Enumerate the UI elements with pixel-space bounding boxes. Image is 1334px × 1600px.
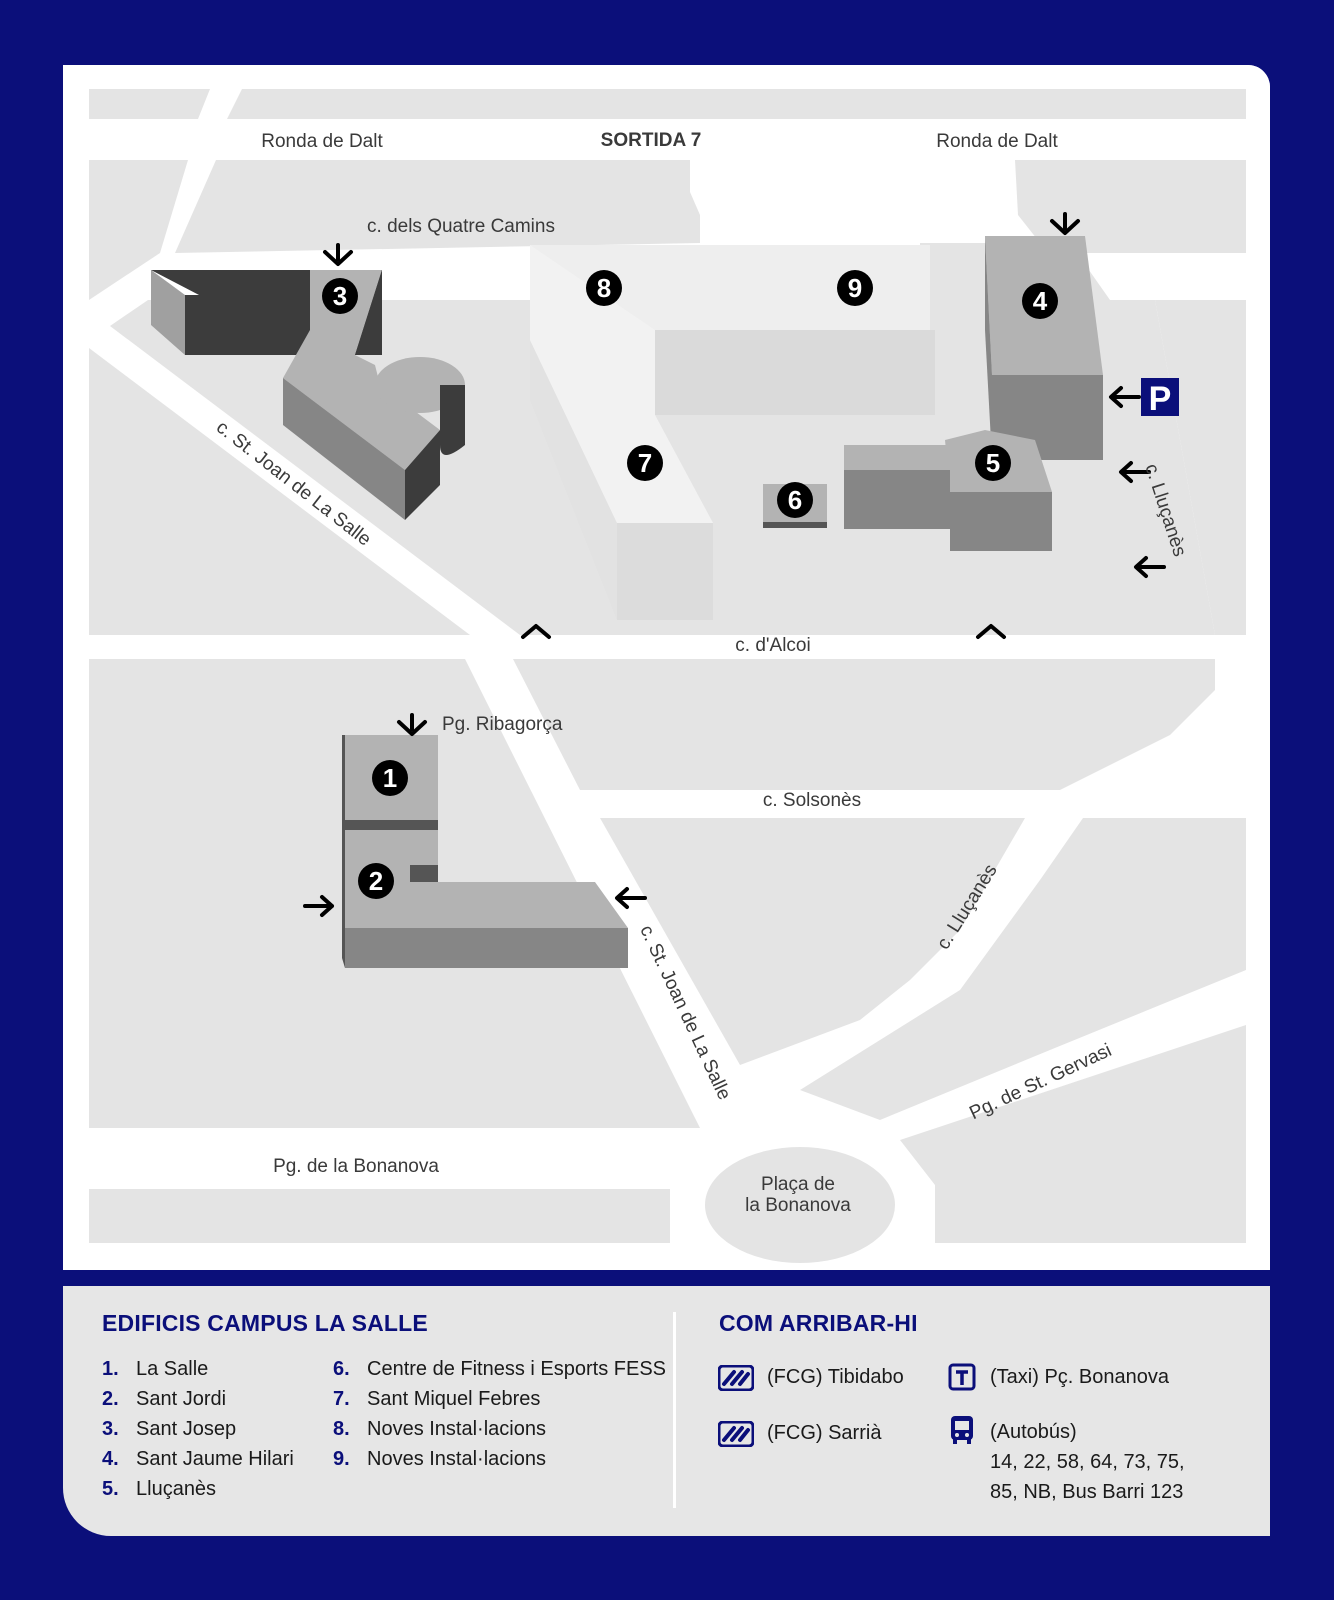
- placa-label-line2: la Bonanova: [745, 1195, 851, 1216]
- fgc-sarria: (FCG) Sarrià: [767, 1422, 882, 1444]
- block-west-triangle: [89, 348, 470, 635]
- bus-lines-1: 14, 22, 58, 64, 73, 75,: [990, 1451, 1185, 1473]
- arrow-icon: [1134, 556, 1166, 578]
- building-3: [151, 270, 465, 520]
- street-label-ronda-right: Ronda de Dalt: [936, 131, 1058, 152]
- building-marker-2: 2: [358, 863, 394, 899]
- fgc-tibidabo: (FCG) Tibidabo: [767, 1366, 904, 1388]
- list-item: 7.Sant Miquel Febres: [333, 1388, 541, 1410]
- building-number: 1: [383, 763, 397, 793]
- arrow-icon: [323, 243, 353, 266]
- bus-lines-2: 85, NB, Bus Barri 123: [990, 1481, 1184, 1503]
- placa-label-line1: Plaça de: [761, 1174, 835, 1195]
- map-canvas: P 1 2 3 4 5 6 7 8 9 Ronda de Dalt SORTIDA 7 Rond…: [63, 65, 1270, 1270]
- taxi-label: (Taxi) Pç. Bonanova: [990, 1366, 1169, 1388]
- placa-bonanova: [705, 1147, 895, 1263]
- street-label-solsones: c. Solsonès: [763, 790, 861, 811]
- arrow-icon: [615, 887, 647, 909]
- building-marker-4: 4: [1022, 283, 1058, 319]
- street-top-diagonal: [198, 89, 242, 119]
- building-marker-3: 3: [322, 278, 358, 314]
- arrow-icon: [1109, 386, 1141, 408]
- list-item: 4.Sant Jaume Hilari: [102, 1448, 294, 1470]
- buildings-list-col2: 6.Centre de Fitness i Esports FESS 7.San…: [333, 1358, 666, 1478]
- block-south-strip: [89, 1189, 670, 1243]
- bus-icon: [951, 1416, 973, 1444]
- building-number: 7: [638, 448, 652, 478]
- building-marker-5: 5: [975, 445, 1011, 481]
- access-title: COM ARRIBAR-HI: [719, 1310, 918, 1336]
- building-number: 6: [788, 485, 802, 515]
- arrow-icon: [1119, 461, 1151, 483]
- buildings-title: EDIFICIS CAMPUS LA SALLE: [102, 1310, 428, 1336]
- parking-label: P: [1149, 380, 1172, 418]
- legend-divider: [673, 1312, 676, 1508]
- buildings-list-col1: 1.La Salle 2.Sant Jordi 3.Sant Josep 4.S…: [102, 1358, 294, 1508]
- building-marker-1: 1: [372, 760, 408, 796]
- street-label-ribagorca: Pg. Ribagorça: [442, 714, 563, 735]
- list-item: 9.Noves Instal·lacions: [333, 1448, 546, 1470]
- building-marker-8: 8: [586, 270, 622, 306]
- list-item: 3.Sant Josep: [102, 1418, 237, 1440]
- list-item: 8.Noves Instal·lacions: [333, 1418, 546, 1440]
- block-upper-right: [1015, 160, 1246, 253]
- block-upper-left-corner: [89, 160, 188, 300]
- arrow-icon: [397, 713, 427, 736]
- bus-title: (Autobús): [990, 1421, 1077, 1443]
- building-number: 5: [986, 448, 1000, 478]
- campus-map: P 1 2 3 4 5 6 7 8 9 Ronda de Dalt SORTIDA 7 Rond…: [63, 65, 1270, 1270]
- list-item: 5.Lluçanès: [102, 1478, 217, 1500]
- sortida-label: SORTIDA 7: [601, 130, 702, 151]
- block-quatre-camins: [175, 160, 700, 253]
- taxi-icon: [948, 1363, 976, 1391]
- list-item: 6.Centre de Fitness i Esports FESS: [333, 1358, 667, 1380]
- building-marker-7: 7: [627, 445, 663, 481]
- arrow-icon: [976, 624, 1006, 639]
- block-solsones-north: [513, 659, 1215, 790]
- parking-sign: P: [1141, 378, 1179, 418]
- arrow-icon: [303, 895, 334, 917]
- arrow-icon: [521, 624, 551, 639]
- building-number: 8: [597, 273, 611, 303]
- street-label-bonanova: Pg. de la Bonanova: [273, 1156, 439, 1177]
- entrance-arrows: [303, 212, 1166, 917]
- list-item: 1.La Salle: [102, 1358, 209, 1380]
- building-markers: 1 2 3 4 5 6 7 8 9: [322, 270, 1058, 899]
- building-number: 2: [369, 866, 383, 896]
- list-item: 2.Sant Jordi: [102, 1388, 227, 1410]
- building-4: [985, 236, 1103, 460]
- street-label-quatre-camins: c. dels Quatre Camins: [367, 216, 555, 237]
- street-label-ronda-left: Ronda de Dalt: [261, 131, 383, 152]
- block-st-gervasi: [900, 1025, 1246, 1243]
- building-marker-6: 6: [777, 482, 813, 518]
- building-number: 4: [1033, 286, 1048, 316]
- building-number: 3: [333, 281, 347, 311]
- legend-panel: EDIFICIS CAMPUS LA SALLE 1.La Salle 2.Sa…: [63, 1286, 1270, 1536]
- arrow-icon: [1050, 212, 1080, 235]
- fgc-icon: [718, 1365, 754, 1391]
- block-solsones-south: [600, 818, 1025, 1065]
- block-east-lower: [800, 818, 1246, 1120]
- fgc-icon: [718, 1421, 754, 1447]
- block-top-strip: [89, 89, 1246, 119]
- building-marker-9: 9: [837, 270, 873, 306]
- street-label-alcoi: c. d'Alcoi: [735, 635, 810, 656]
- building-number: 9: [848, 273, 862, 303]
